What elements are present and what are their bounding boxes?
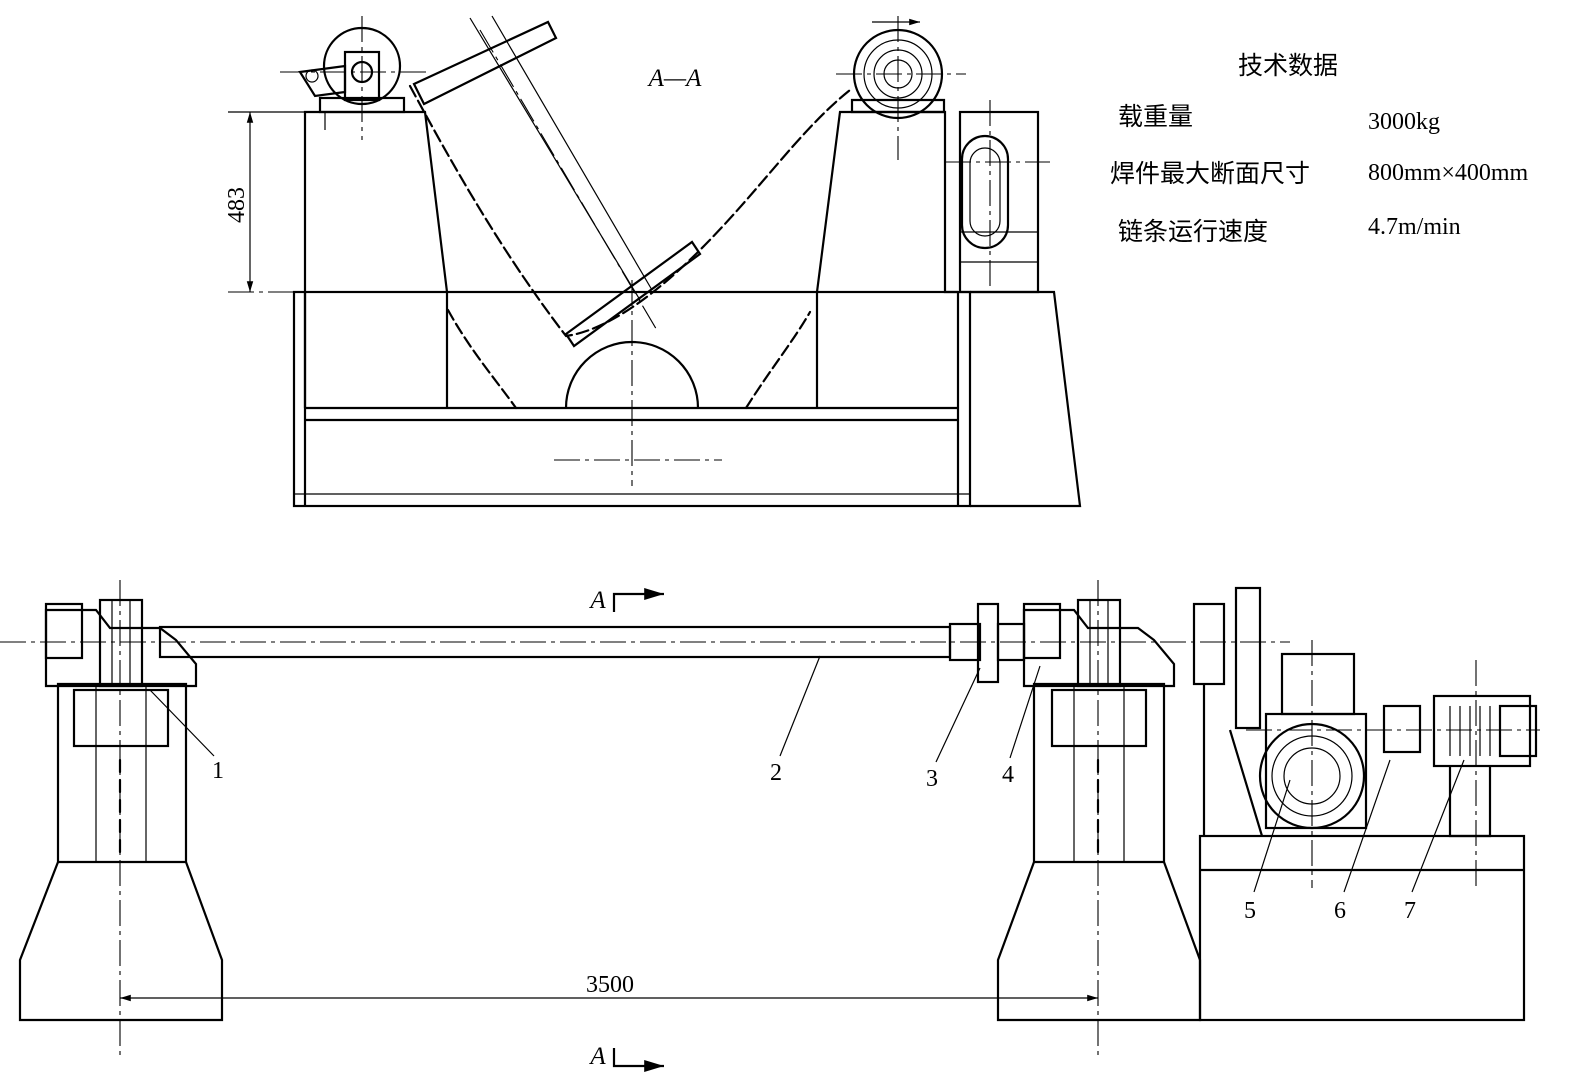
tech-row-value: 4.7m/min xyxy=(1368,214,1461,240)
right-stand xyxy=(996,598,1202,1022)
tech-row-value: 3000kg xyxy=(1368,109,1440,135)
drive-housing xyxy=(970,290,1082,508)
callout-number: 3 xyxy=(926,766,938,792)
front-view: 3500 A A 1 2 3 4 5 6 7 xyxy=(0,580,1540,1072)
section-label: A—A xyxy=(647,65,703,92)
motor xyxy=(1432,694,1532,768)
drive-box xyxy=(958,110,1040,294)
tech-row-value: 800mm×400mm xyxy=(1368,160,1529,186)
workpiece xyxy=(412,15,702,348)
dimension-3500-label: 3500 xyxy=(586,972,634,998)
tech-row-label: 焊件最大断面尺寸 xyxy=(1110,159,1310,188)
tech-data-table: 技术数据 载重量 3000kg 焊件最大断面尺寸 800mm×400mm 链条运… xyxy=(1110,51,1529,246)
right-column xyxy=(815,110,958,408)
elastic-coupling xyxy=(1382,704,1422,754)
callout-number: 4 xyxy=(1002,762,1014,788)
section-mark-bottom xyxy=(612,1048,664,1072)
tech-data-title: 技术数据 xyxy=(1238,51,1338,80)
callout-number: 5 xyxy=(1244,898,1256,924)
tech-row-label: 链条运行速度 xyxy=(1118,217,1268,246)
callout-number: 1 xyxy=(212,758,224,784)
dimension-483-label: 483 xyxy=(224,187,250,223)
callout-number: 2 xyxy=(770,760,782,786)
left-column xyxy=(303,110,449,408)
section-view-a-a: 483 A—A xyxy=(224,15,1082,508)
drive-unit xyxy=(1192,586,1540,1022)
callout-number: 6 xyxy=(1334,898,1346,924)
section-mark-top-label: A xyxy=(588,587,606,614)
section-mark-top xyxy=(612,588,664,612)
drive-pulley xyxy=(960,134,1010,250)
chain-section xyxy=(408,84,852,410)
callout-number: 7 xyxy=(1404,898,1416,924)
left-stand xyxy=(18,598,224,1022)
section-mark-bottom-label: A xyxy=(588,1043,606,1070)
tech-row-label: 载重量 xyxy=(1118,102,1193,131)
coupling xyxy=(948,622,982,662)
